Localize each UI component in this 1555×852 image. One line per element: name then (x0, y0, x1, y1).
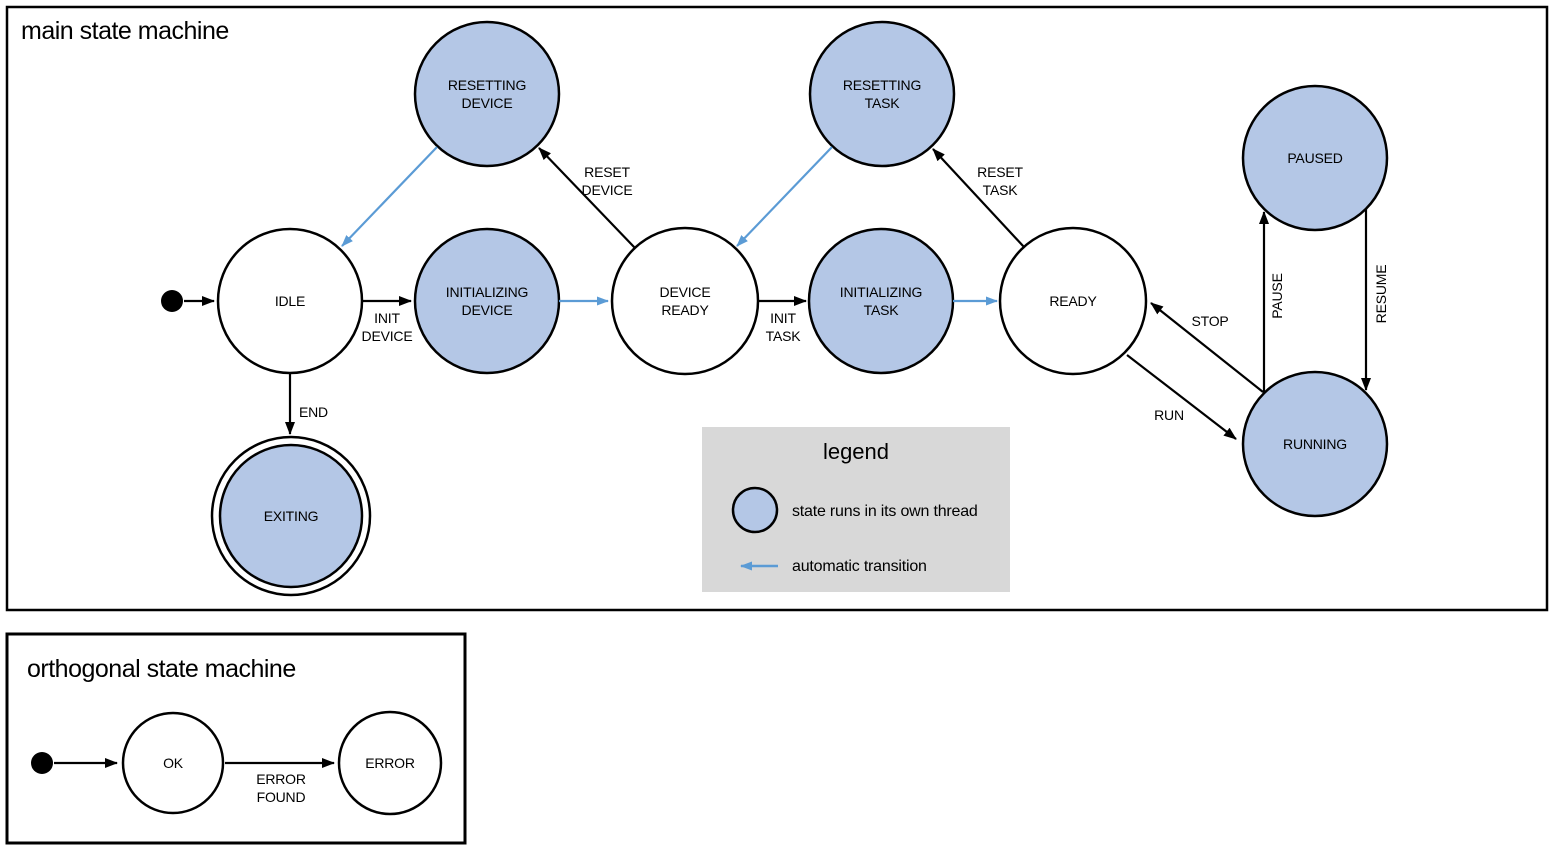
state-label: EXITING (264, 508, 319, 524)
transition-paused-to-running: RESUME (1361, 209, 1389, 391)
state-circle (1241, 370, 1389, 518)
state-resetting-device: RESETTING DEVICE (413, 20, 561, 168)
event-transition-arrow (1150, 302, 1264, 393)
state-circle (413, 20, 561, 168)
state-label: PAUSED (1287, 150, 1342, 166)
transition-label: RUN (1154, 407, 1184, 423)
transition-idle-to-exiting: END (285, 373, 328, 435)
transition-label: PAUSE (1269, 273, 1285, 318)
state-label: RUNNING (1283, 436, 1347, 452)
automatic-transition-arrow (736, 146, 833, 247)
state-exiting: EXITING (210, 435, 372, 597)
state-label: DEVICE (462, 95, 513, 111)
main-initial-state (161, 290, 215, 312)
state-device-ready: DEVICE READY (610, 226, 760, 376)
state-resetting-task: RESETTING TASK (808, 20, 956, 168)
state-idle: IDLE (216, 227, 364, 375)
state-paused: PAUSED (1241, 84, 1389, 232)
main-machine-title: main state machine (21, 17, 229, 45)
state-circle (807, 227, 955, 375)
state-ready: READY (998, 226, 1148, 376)
state-circle (808, 20, 956, 168)
state-label: OK (163, 755, 184, 771)
transition-label: END (299, 404, 328, 420)
transition-running-to-paused: PAUSE (1259, 211, 1285, 393)
state-circle (337, 710, 443, 816)
state-circle (998, 226, 1148, 376)
diagram-layer: RESETTING DEVICE RESETTING TASK PAUSED IDLE IN… (31, 20, 1389, 816)
threaded-state-swatch-icon (731, 486, 779, 534)
legend-title: legend (823, 439, 889, 464)
state-error: ERROR (337, 710, 443, 816)
state-ok: OK (121, 711, 225, 815)
state-label: INITIALIZING (446, 284, 528, 300)
state-label: INITIALIZING (840, 284, 922, 300)
state-label: TASK (864, 302, 900, 318)
transition-resetting-device-to-idle (341, 146, 438, 247)
transition-label: RESUME (1373, 265, 1389, 324)
state-label: TASK (865, 95, 901, 111)
state-circle (413, 227, 561, 375)
state-label: DEVICE (462, 302, 513, 318)
state-running: RUNNING (1241, 370, 1389, 518)
event-transition-arrow (1126, 354, 1237, 440)
state-label: IDLE (275, 293, 305, 309)
automatic-transition-arrow (341, 146, 438, 247)
orthogonal-machine-frame (5, 632, 467, 845)
state-label: ERROR (365, 755, 415, 771)
state-circle (1241, 84, 1389, 232)
state-label: DEVICE (660, 284, 711, 300)
event-transition-arrow (538, 147, 636, 249)
state-label: RESETTING (448, 77, 526, 93)
main-machine-frame (5, 5, 1549, 612)
state-circle (121, 711, 225, 815)
legend-item-auto-label: automatic transition (792, 558, 927, 575)
transition-label: STOP (1191, 313, 1228, 329)
state-circle (218, 443, 364, 589)
state-label: READY (661, 302, 709, 318)
event-transition-arrow (932, 148, 1025, 248)
initial-state-dot (161, 290, 183, 312)
orthogonal-machine-title: orthogonal state machine (27, 655, 296, 683)
state-circle (610, 226, 760, 376)
orthogonal-initial-state (31, 752, 118, 774)
transition-ready-to-running: RUN (1126, 354, 1237, 440)
transition-resetting-task-to-device-ready (736, 146, 833, 247)
main-machine: RESETTING DEVICE RESETTING TASK PAUSED IDLE IN… (161, 20, 1389, 597)
legend-item-threaded-label: state runs in its own thread (792, 503, 978, 520)
state-initializing-device: INITIALIZING DEVICE (413, 227, 561, 375)
final-state-ring (210, 435, 372, 597)
initial-state-dot (31, 752, 53, 774)
state-label: READY (1049, 293, 1097, 309)
transition-running-to-ready: STOP (1150, 302, 1264, 393)
legend: legend state runs in its own thread auto… (702, 427, 1010, 592)
state-label: RESETTING (843, 77, 921, 93)
state-initializing-task: INITIALIZING TASK (807, 227, 955, 375)
